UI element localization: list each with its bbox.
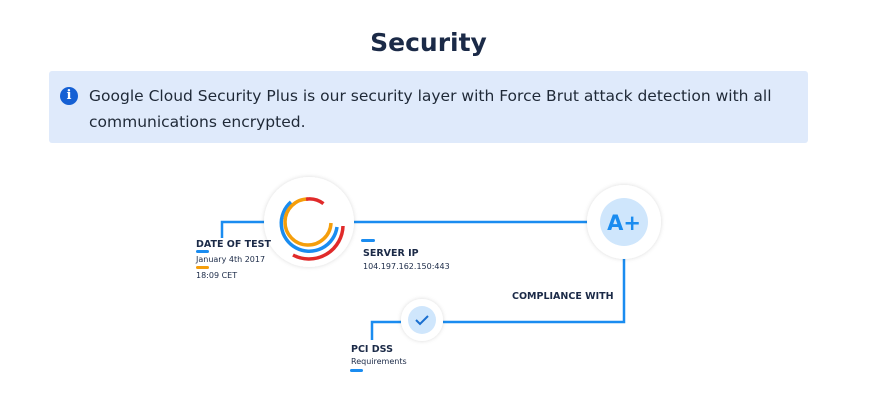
info-icon: i	[60, 87, 78, 105]
check-badge	[408, 306, 436, 334]
grade-badge	[600, 198, 648, 246]
test-circle	[264, 177, 354, 267]
info-message: Google Cloud Security Plus is our securi…	[89, 87, 772, 131]
check-icon	[415, 315, 429, 326]
server-ip-value: 104.197.162.150:443	[363, 262, 450, 271]
blue-dash	[361, 239, 375, 242]
pci-dss-label: PCI DSS	[351, 344, 393, 355]
date-of-test-label: DATE OF TEST	[196, 239, 271, 250]
compliance-label: COMPLIANCE WITH	[512, 291, 614, 302]
orange-dash	[196, 266, 209, 269]
page-title: Security	[370, 28, 487, 57]
connector-lines	[220, 220, 626, 340]
grade-value: A+	[607, 211, 641, 235]
blue-dash	[350, 369, 363, 372]
server-ip-label: SERVER IP	[363, 248, 419, 259]
test-date: January 4th 2017	[195, 255, 265, 264]
scan-rings-icon	[279, 197, 345, 261]
test-time: 18:09 CET	[196, 271, 237, 280]
info-banner: i Google Cloud Security Plus is our secu…	[49, 71, 808, 143]
pci-dss-sub: Requirements	[351, 357, 407, 366]
blue-dash	[196, 250, 209, 253]
